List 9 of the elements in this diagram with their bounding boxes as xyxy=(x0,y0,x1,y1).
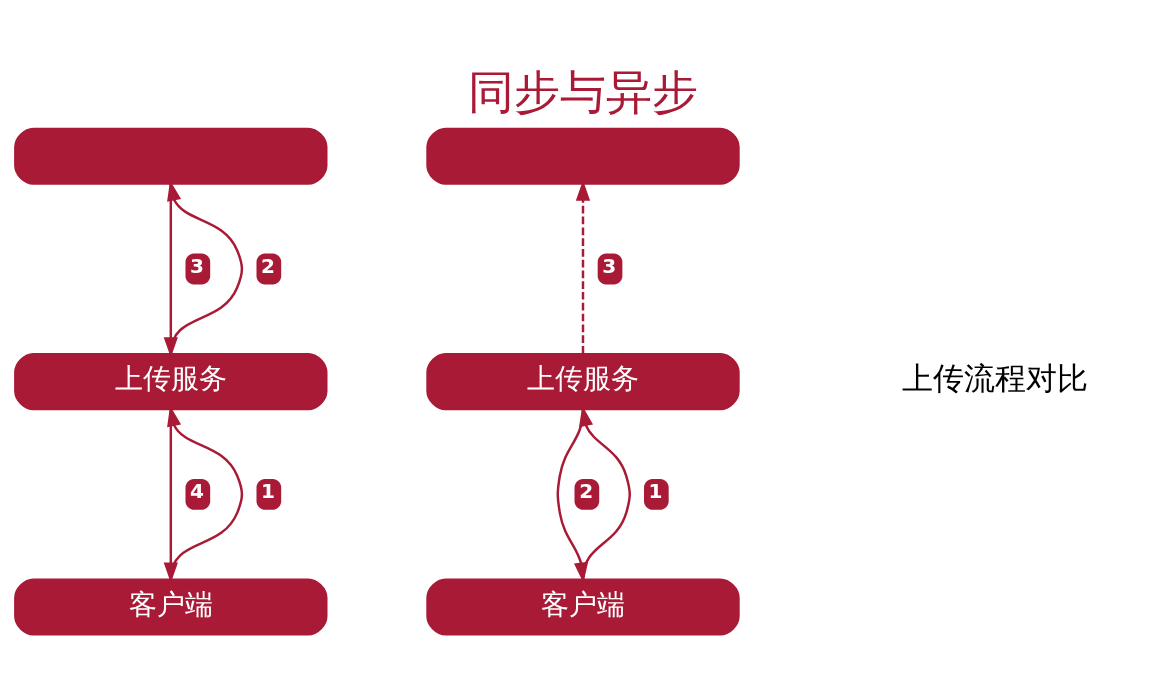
label: 上传流程对比 xyxy=(902,360,1089,397)
edge-label: 2 xyxy=(579,479,594,504)
edge-label: 3 xyxy=(602,253,617,278)
edge-label: 3 xyxy=(190,253,205,278)
edge-label: 1 xyxy=(648,479,663,504)
edge-label: 1 xyxy=(261,479,276,504)
diagram-title: 同步与异步 xyxy=(468,65,698,120)
edge-label: 2 xyxy=(261,253,276,278)
edge-label: 4 xyxy=(190,479,205,504)
